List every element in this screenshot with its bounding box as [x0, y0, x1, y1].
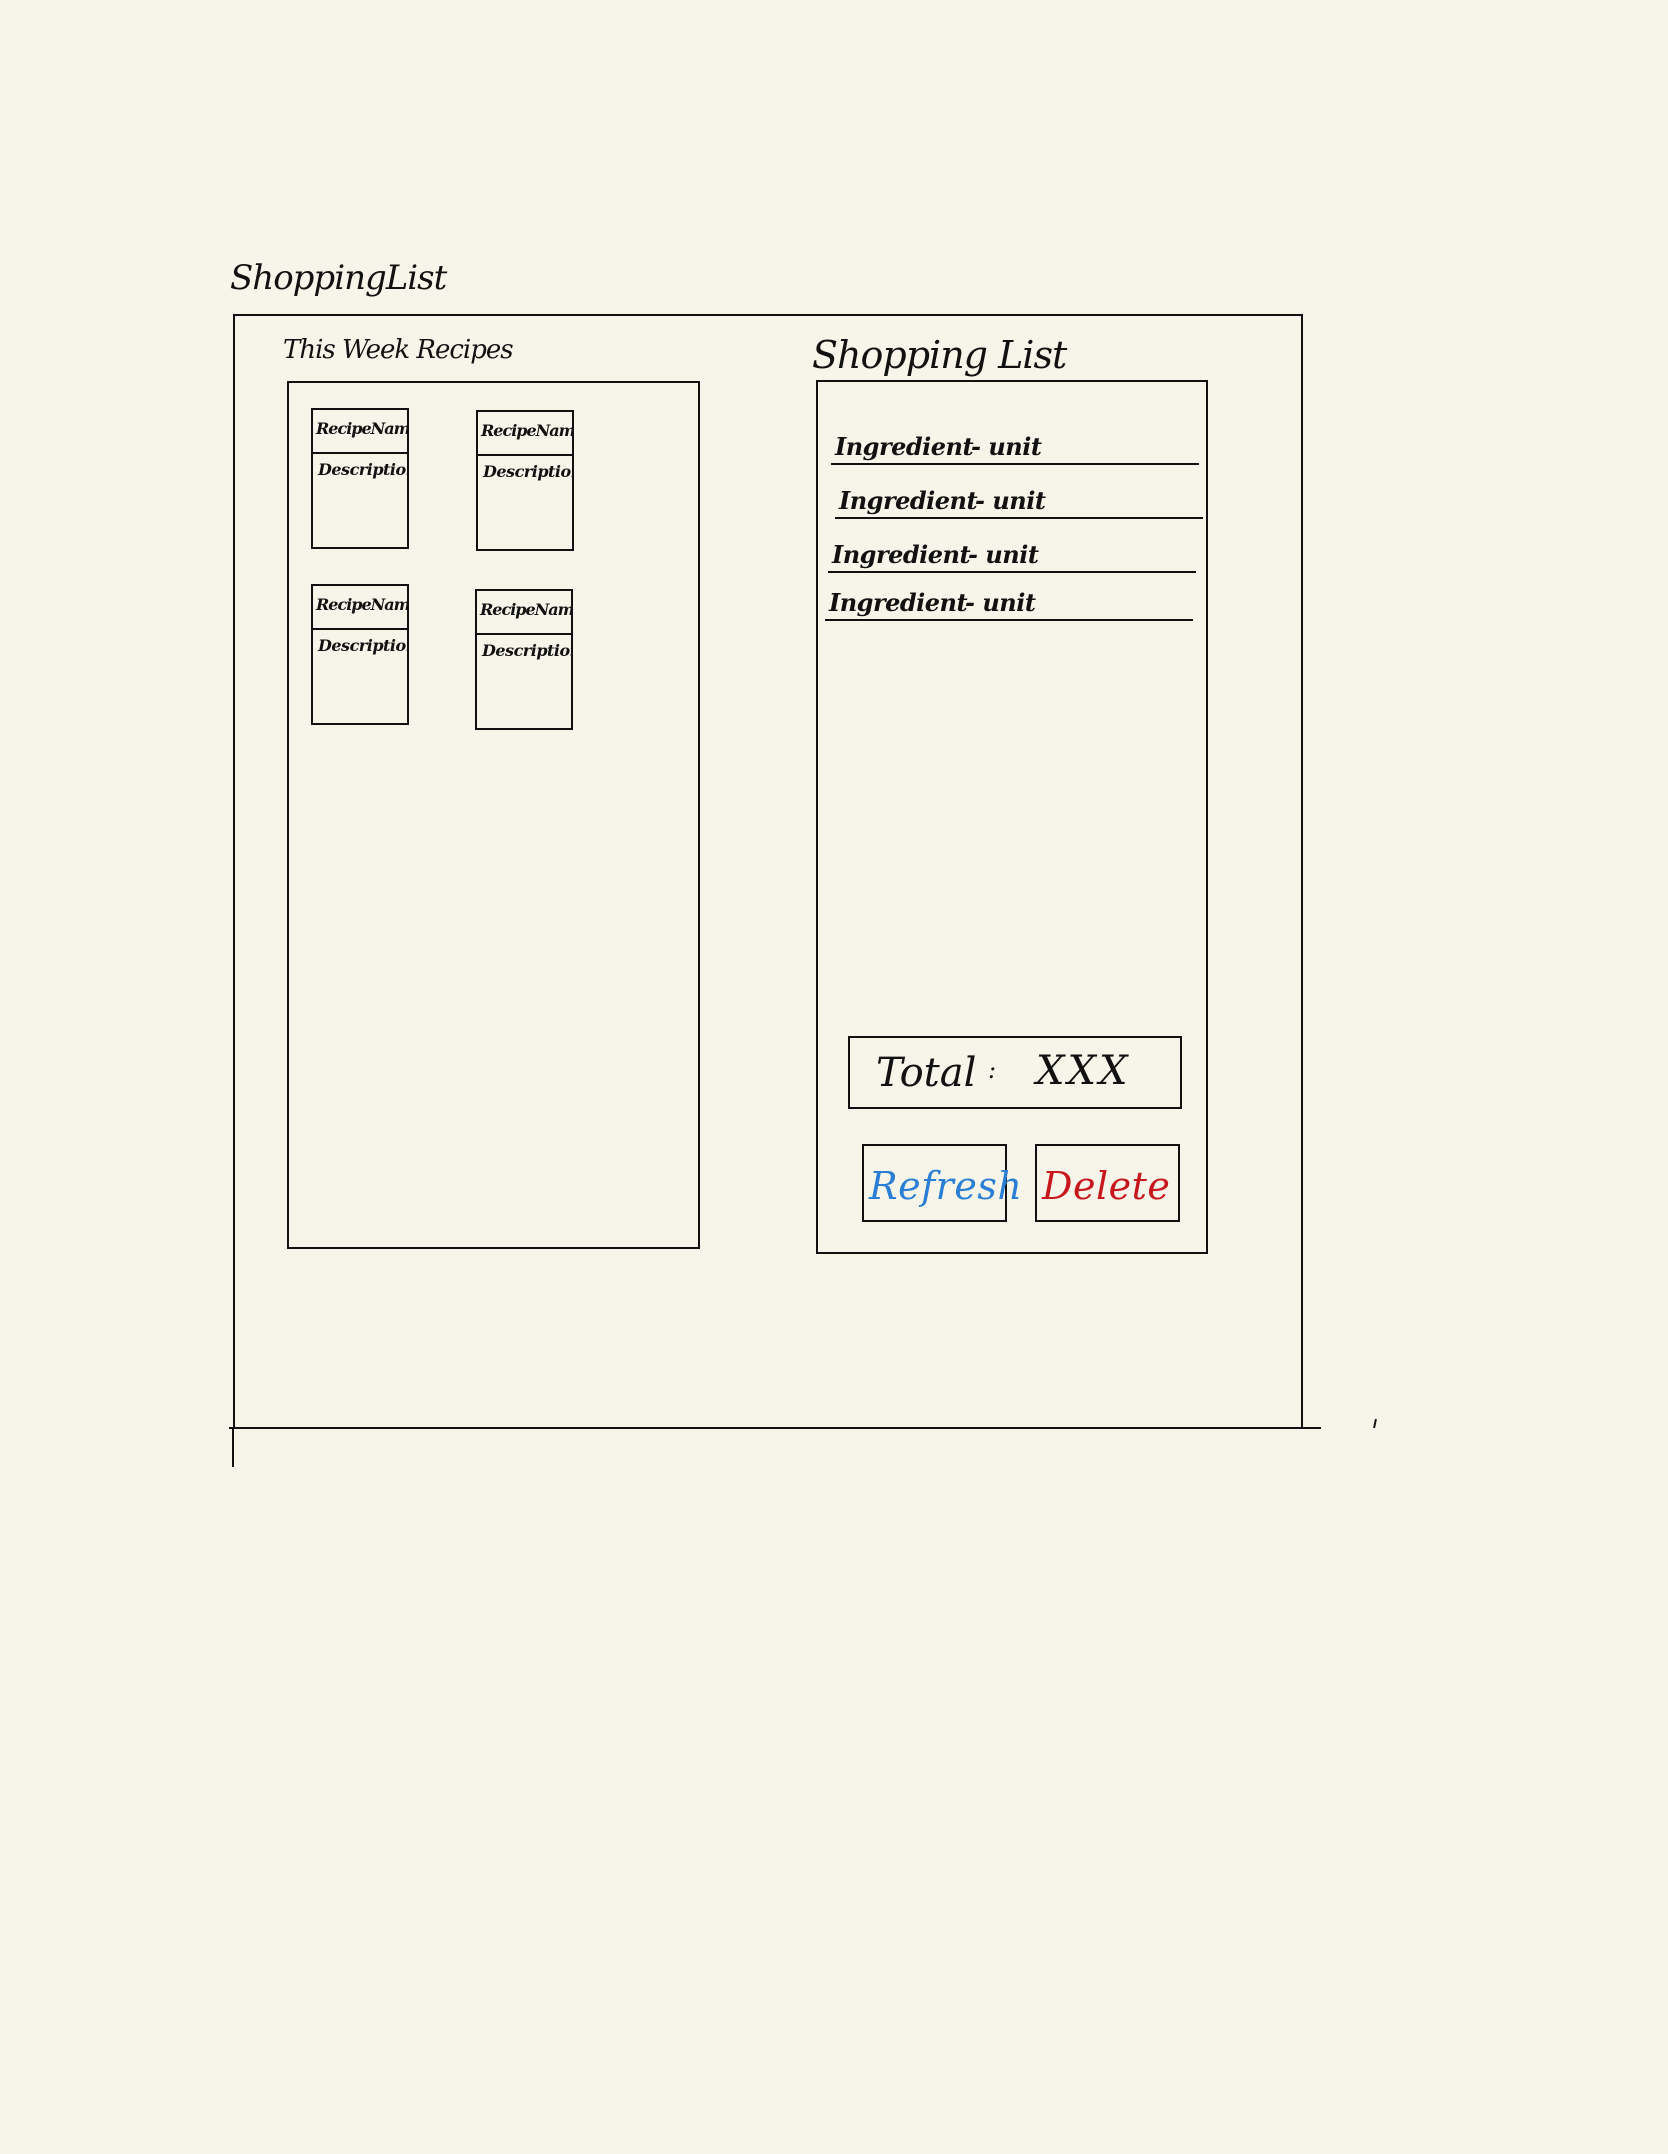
- total-value: XXX: [1036, 1048, 1131, 1094]
- frame-corner-tick: [232, 1427, 234, 1467]
- recipe-description: Description: [318, 460, 407, 479]
- ingredient-row[interactable]: Ingredient - unit: [825, 585, 1193, 621]
- ingredient-name: Ingredient: [835, 432, 974, 461]
- recipe-name: RecipeName: [313, 586, 407, 630]
- recipes-panel: [287, 381, 700, 1249]
- delete-button-label: Delete: [1042, 1164, 1171, 1208]
- total-separator: :: [988, 1056, 997, 1084]
- recipe-card[interactable]: RecipeName Description: [311, 584, 409, 725]
- recipe-description: Description: [318, 636, 407, 655]
- recipe-description: Description: [483, 462, 572, 481]
- page-title: ShoppingList: [230, 258, 447, 298]
- ingredient-unit: - unit: [968, 540, 1039, 569]
- recipe-card[interactable]: RecipeName Description: [475, 589, 573, 730]
- ingredient-row[interactable]: Ingredient - unit: [828, 537, 1196, 573]
- recipe-name: RecipeName: [477, 591, 571, 635]
- ingredient-name: Ingredient: [839, 486, 978, 515]
- recipe-name: RecipeName: [478, 412, 572, 456]
- delete-button[interactable]: Delete: [1035, 1144, 1180, 1222]
- pen-mark: [1373, 1418, 1377, 1429]
- recipes-section-title: This Week Recipes: [283, 335, 514, 365]
- recipe-name: RecipeName: [313, 410, 407, 454]
- recipe-card[interactable]: RecipeName Description: [476, 410, 574, 551]
- shopping-list-panel: [816, 380, 1208, 1254]
- shopping-section-title: Shopping List: [812, 333, 1067, 377]
- ingredient-name: Ingredient: [832, 540, 971, 569]
- ingredient-unit: - unit: [975, 486, 1046, 515]
- ingredient-row[interactable]: Ingredient - unit: [831, 429, 1199, 465]
- ingredient-unit: - unit: [971, 432, 1042, 461]
- ingredient-row[interactable]: Ingredient - unit: [835, 483, 1203, 519]
- recipe-description: Description: [482, 641, 571, 660]
- total-label: Total: [876, 1050, 977, 1096]
- bottom-divider: [229, 1427, 1321, 1429]
- ingredient-unit: - unit: [965, 588, 1036, 617]
- ingredient-name: Ingredient: [829, 588, 968, 617]
- recipe-card[interactable]: RecipeName Description: [311, 408, 409, 549]
- refresh-button-label: Refresh: [869, 1164, 1023, 1208]
- total-display: Total : XXX: [848, 1036, 1182, 1109]
- refresh-button[interactable]: Refresh: [862, 1144, 1022, 1222]
- app-window-frame: [233, 314, 1303, 1428]
